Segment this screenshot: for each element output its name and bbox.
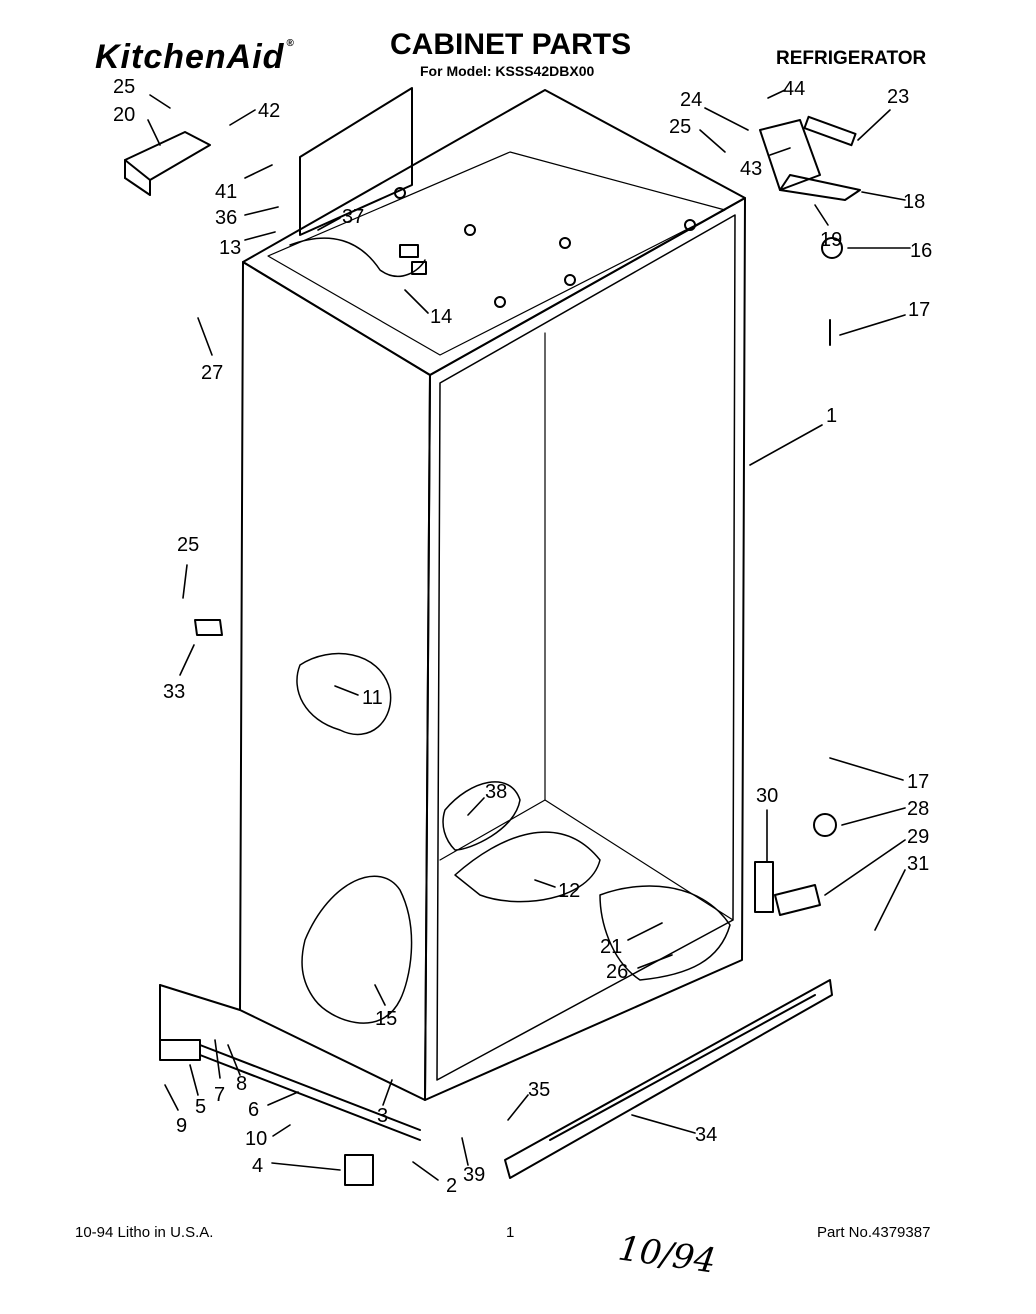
hinge-cam-top (821, 237, 843, 259)
callout-5: 5 (195, 1096, 206, 1118)
bottom-hinge (774, 884, 821, 916)
callout-labels: 25 20 42 41 36 13 37 14 27 24 44 23 25 4… (113, 76, 932, 1197)
rear-panel (299, 87, 413, 236)
callout-30: 30 (756, 785, 778, 807)
callout-9: 9 (176, 1115, 187, 1137)
callout-43: 43 (740, 158, 762, 180)
door-stop-clip (194, 619, 223, 636)
callout-16: 16 (910, 240, 932, 262)
callout-31: 31 (907, 853, 929, 875)
callout-37: 37 (342, 206, 364, 228)
callout-29: 29 (907, 826, 929, 848)
page-title: CABINET PARTS (390, 28, 632, 61)
cabinet-front-opening (436, 214, 736, 1081)
callout-25a: 25 (113, 76, 135, 98)
cabinet-top-inner (267, 151, 726, 356)
callout-2: 2 (446, 1175, 457, 1197)
cutaway-insulation-11 (296, 652, 392, 736)
callout-17b: 17 (907, 771, 929, 793)
callout-44: 44 (783, 78, 805, 100)
hinge-bracket (779, 174, 861, 201)
callout-34: 34 (695, 1124, 717, 1146)
callout-39: 39 (463, 1164, 485, 1186)
callout-20: 20 (113, 104, 135, 126)
callout-1: 1 (826, 405, 837, 427)
callout-10: 10 (245, 1128, 267, 1150)
product-type: REFRIGERATOR (776, 48, 927, 69)
callout-25b: 25 (669, 116, 691, 138)
callout-13: 13 (219, 237, 241, 259)
cutaway-12 (454, 831, 601, 903)
callout-17a: 17 (908, 299, 930, 321)
cutaway-26 (599, 885, 731, 981)
wire-harness (289, 237, 426, 277)
callout-38: 38 (485, 781, 507, 803)
callout-42: 42 (258, 100, 280, 122)
cabinet-left-side (239, 261, 431, 1101)
callout-4: 4 (252, 1155, 263, 1177)
callout-26: 26 (606, 961, 628, 983)
callout-15: 15 (375, 1008, 397, 1030)
hinge-cam-bottom (813, 813, 837, 837)
callout-3: 3 (377, 1105, 388, 1127)
callout-8: 8 (236, 1073, 247, 1095)
callout-7: 7 (214, 1084, 225, 1106)
callout-27: 27 (201, 362, 223, 384)
callout-14: 14 (430, 306, 452, 328)
footer-date: 10-94 Litho in U.S.A. (75, 1224, 214, 1241)
base-grille (504, 979, 833, 1179)
cutaway-38 (442, 781, 521, 851)
callout-41: 41 (215, 181, 237, 203)
brand-logo: KitchenAid (95, 38, 295, 77)
callout-28: 28 (907, 798, 929, 820)
callout-12: 12 (558, 880, 580, 902)
top-hinge-right (759, 119, 821, 191)
callout-21: 21 (600, 936, 622, 958)
model-number: For Model: KSSS42DBX00 (420, 63, 595, 79)
callout-23: 23 (887, 86, 909, 108)
callout-24: 24 (680, 89, 702, 111)
callout-11: 11 (362, 687, 383, 709)
callout-18: 18 (903, 191, 925, 213)
callout-25c: 25 (177, 534, 199, 556)
roller-assembly (344, 1154, 374, 1186)
hinge-cover (124, 131, 211, 181)
footer-part-number: Part No.4379387 (817, 1224, 931, 1241)
callout-33: 33 (163, 681, 185, 703)
footer-page-number: 1 (506, 1224, 515, 1241)
cutaway-insulation-15 (301, 875, 413, 1024)
callout-19: 19 (820, 229, 842, 251)
callout-35: 35 (528, 1079, 550, 1101)
cabinet-front-frame (424, 197, 746, 1101)
callout-36: 36 (215, 207, 237, 229)
bottom-hinge-plate (754, 861, 774, 913)
callout-6: 6 (248, 1099, 259, 1121)
roller-bracket (159, 1039, 201, 1061)
